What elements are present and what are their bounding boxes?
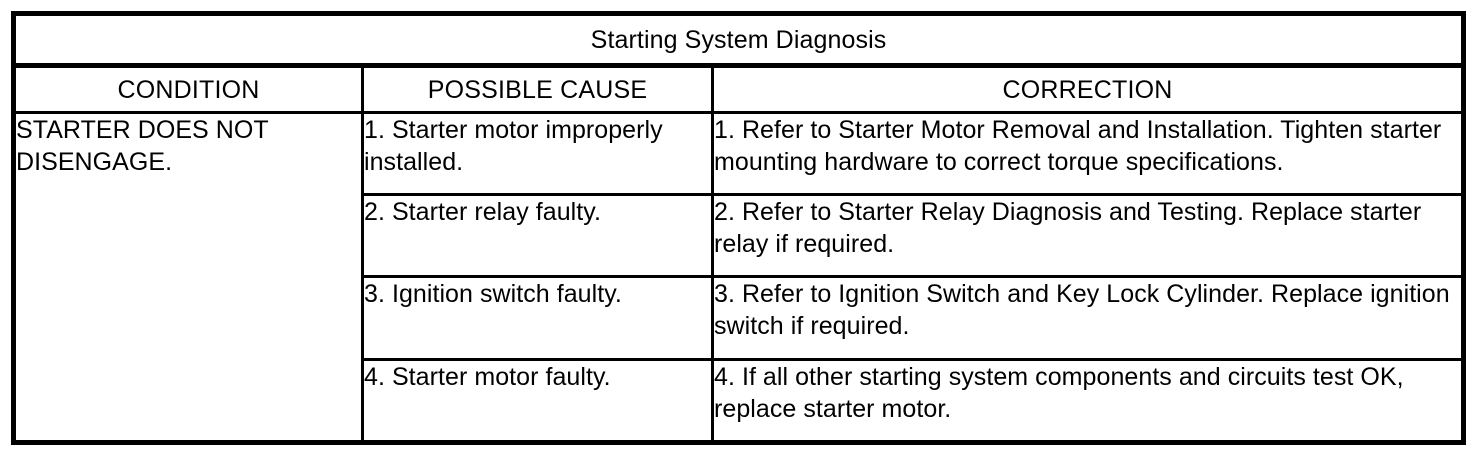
possible-cause-text-1: 1. Starter motor improperly installed. [364,116,663,176]
column-header-condition: CONDITION [13,65,364,114]
table-row: 2. Starter relay faulty. 2. Refer to Sta… [14,193,1464,279]
column-header-correction-label: CORRECTION [1002,75,1173,104]
column-header-possible-cause: POSSIBLE CAUSE [361,65,714,114]
diagnosis-table-container: Starting System Diagnosis CONDITION POSS… [11,11,1467,445]
possible-cause-text-2: 2. Starter relay faulty. [364,198,601,227]
correction-text-1: 1. Refer to Starter Motor Removal and In… [714,116,1442,176]
correction-cell-2: 2. Refer to Starter Relay Diagnosis and … [710,193,1464,279]
correction-text-3: 3. Refer to Ignition Switch and Key Lock… [714,280,1450,341]
possible-cause-text-4: 4. Starter motor faulty. [364,362,611,391]
possible-cause-cell-3: 3. Ignition switch faulty. [361,275,714,361]
possible-cause-cell-2: 2. Starter relay faulty. [361,193,714,279]
condition-cell: STARTER DOES NOT DISENGAGE. [13,111,364,443]
column-header-possible-cause-label: POSSIBLE CAUSE [427,75,648,104]
correction-cell-1: 1. Refer to Starter Motor Removal and In… [710,110,1464,197]
possible-cause-cell-1: 1. Starter motor improperly installed. [361,110,714,197]
correction-text-4: 4. If all other starting system componen… [714,362,1404,423]
correction-text-2: 2. Refer to Starter Relay Diagnosis and … [714,198,1422,259]
table-title-cell: Starting System Diagnosis [13,13,1464,68]
starting-system-diagnosis-table: Starting System Diagnosis CONDITION POSS… [11,11,1467,445]
column-header-correction: CORRECTION [710,65,1464,114]
table-title-row: Starting System Diagnosis [13,13,1464,68]
table-row: 4. Starter motor faulty. 4. If all other… [14,357,1464,443]
correction-cell-3: 3. Refer to Ignition Switch and Key Lock… [710,275,1464,361]
table-row: 3. Ignition switch faulty. 3. Refer to I… [14,275,1464,361]
condition-text: STARTER DOES NOT DISENGAGE. [16,116,269,176]
column-header-condition-label: CONDITION [117,75,260,104]
table-header-row: CONDITION POSSIBLE CAUSE CORRECTION [13,65,1464,114]
possible-cause-cell-4: 4. Starter motor faulty. [361,357,714,443]
correction-cell-4: 4. If all other starting system componen… [710,357,1464,443]
possible-cause-text-3: 3. Ignition switch faulty. [364,280,622,309]
table-row: STARTER DOES NOT DISENGAGE. 1. Starter m… [13,110,1464,443]
table-title-text: Starting System Diagnosis [590,25,887,54]
